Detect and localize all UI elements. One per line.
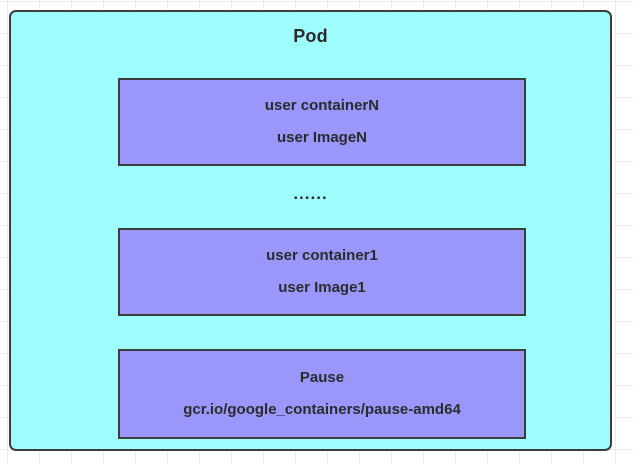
container-box-n[interactable]: user containerN user ImageN — [118, 78, 526, 166]
container-box-pause[interactable]: Pause gcr.io/google_containers/pause-amd… — [118, 349, 526, 439]
pod-title: Pod — [293, 26, 328, 46]
pause-container-name: Pause — [299, 368, 345, 386]
container-n-image: user ImageN — [276, 129, 368, 146]
container-1-name: user container1 — [266, 246, 378, 264]
ellipsis-separator: ...... — [293, 184, 328, 203]
pause-container-image: gcr.io/google_containers/pause-amd64 — [183, 401, 461, 418]
pod-outer-box[interactable]: Pod user containerN user ImageN ...... u… — [9, 10, 612, 451]
container-n-name: user containerN — [264, 96, 380, 114]
container-box-1[interactable]: user container1 user Image1 — [118, 228, 526, 316]
container-1-image: user Image1 — [278, 279, 366, 296]
